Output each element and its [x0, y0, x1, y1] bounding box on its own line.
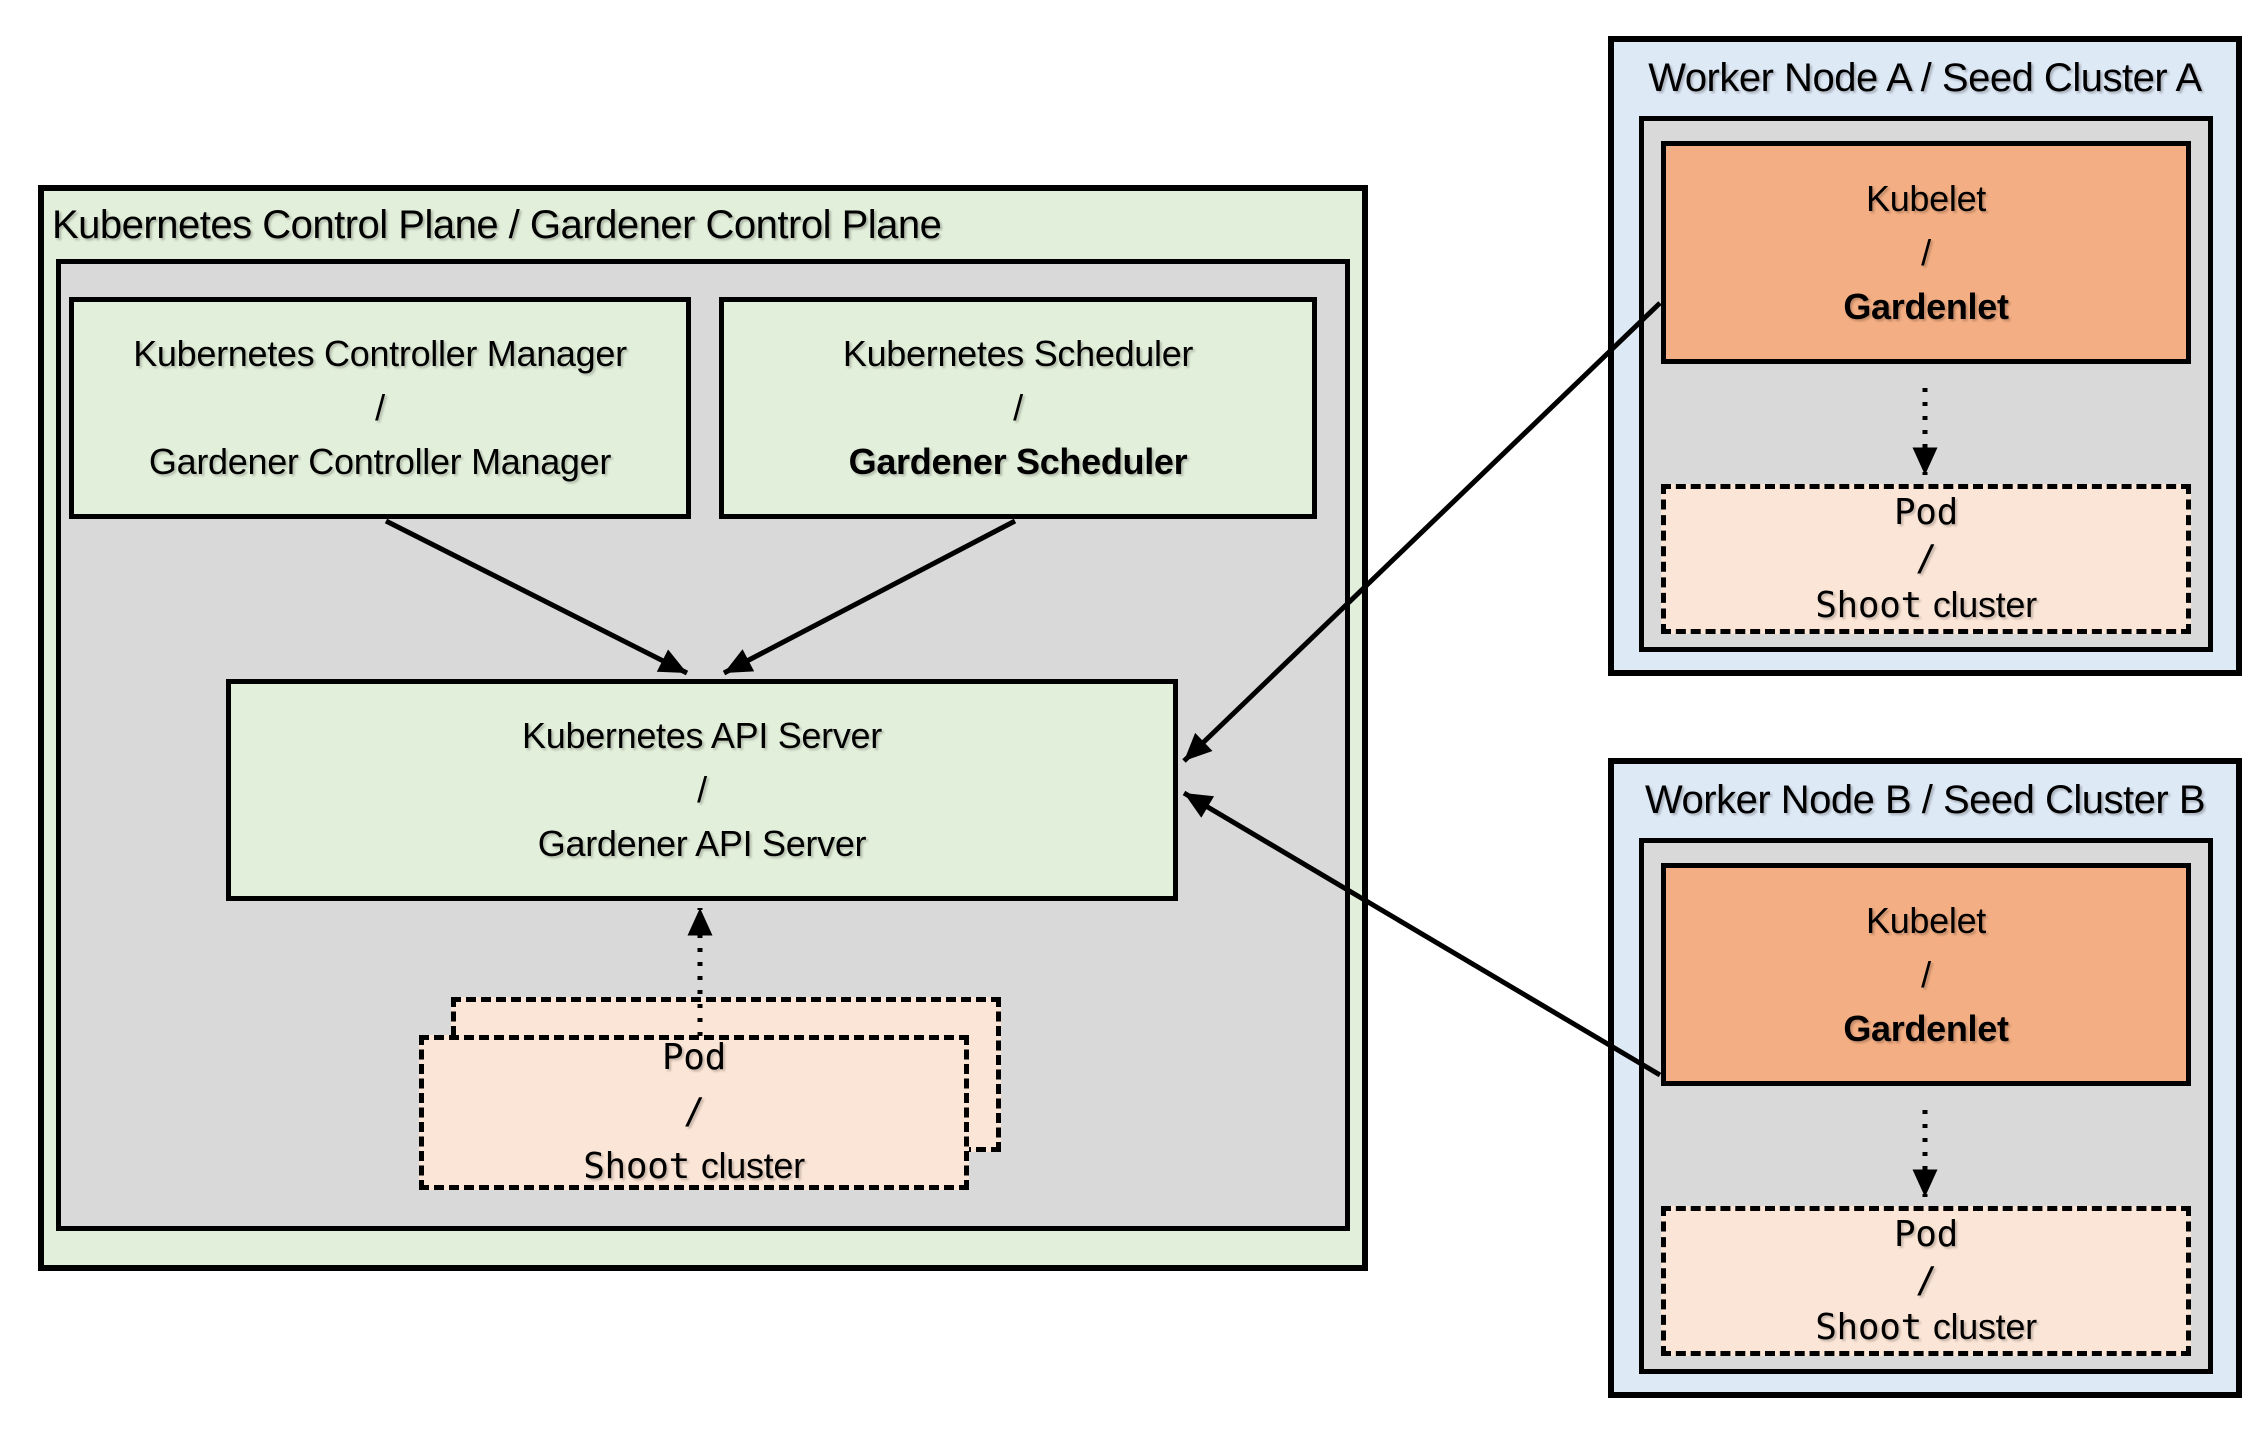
pod-a-label-line1: Pod — [1893, 491, 1959, 533]
kubelet-b-label-line1: Kubelet — [1866, 899, 1986, 941]
worker-node-a-box: Worker Node A / Seed Cluster A Kubelet /… — [1608, 36, 2242, 676]
kubelet-a-label-line2: Gardenlet — [1843, 285, 2009, 327]
api-server-box: Kubernetes API Server / Gardener API Ser… — [226, 679, 1178, 901]
kubelet-a-label-slash: / — [1921, 231, 1931, 273]
control-plane-title: Kubernetes Control Plane / Gardener Cont… — [52, 203, 942, 247]
scheduler-label-line2: Gardener Scheduler — [848, 441, 1188, 482]
pod-b-label-line1: Pod — [1893, 1213, 1959, 1255]
pod-a-label-slash: / — [1915, 537, 1937, 579]
pod-a-label-cluster: cluster — [1932, 583, 2037, 625]
pod-label-line1: Pod — [661, 1037, 727, 1078]
scheduler-label-line1: Kubernetes Scheduler — [842, 333, 1194, 374]
api-server-label-line2: Gardener API Server — [537, 823, 867, 864]
controller-manager-box: Kubernetes Controller Manager / Gardener… — [69, 297, 691, 519]
kubelet-a-label-line1: Kubelet — [1866, 177, 1986, 219]
control-plane-inner-area: Kubernetes Controller Manager / Gardener… — [56, 259, 1350, 1231]
control-plane-box: Kubernetes Control Plane / Gardener Cont… — [38, 185, 1368, 1271]
worker-node-b-title: Worker Node B / Seed Cluster B — [1644, 778, 2206, 822]
controller-manager-label-line2: Gardener Controller Manager — [148, 441, 612, 482]
api-server-label-slash: / — [697, 769, 707, 810]
scheduler-label-slash: / — [1013, 387, 1023, 428]
kubelet-b-label-line2: Gardenlet — [1843, 1007, 2009, 1049]
worker-node-b-box: Worker Node B / Seed Cluster B Kubelet /… — [1608, 758, 2242, 1398]
controller-manager-label-slash: / — [375, 387, 385, 428]
pod-a-label-shoot: Shoot — [1815, 584, 1923, 626]
scheduler-box: Kubernetes Scheduler / Gardener Schedule… — [719, 297, 1317, 519]
kubelet-b-label-slash: / — [1921, 953, 1931, 995]
kubelet-b-box: Kubelet / Gardenlet — [1661, 863, 2191, 1086]
pod-label-shoot: Shoot — [583, 1146, 691, 1187]
pod-label-slash: / — [683, 1091, 705, 1132]
controller-manager-label-line1: Kubernetes Controller Manager — [133, 333, 627, 374]
pod-b-label-shoot: Shoot — [1815, 1306, 1923, 1348]
pod-b-label-cluster: cluster — [1932, 1305, 2037, 1347]
kubelet-a-box: Kubelet / Gardenlet — [1661, 141, 2191, 364]
api-server-label-line1: Kubernetes API Server — [522, 715, 882, 756]
worker-node-a-title: Worker Node A / Seed Cluster A — [1648, 56, 2202, 100]
pod-b-label-slash: / — [1915, 1259, 1937, 1301]
pod-label-cluster: cluster — [700, 1145, 805, 1186]
